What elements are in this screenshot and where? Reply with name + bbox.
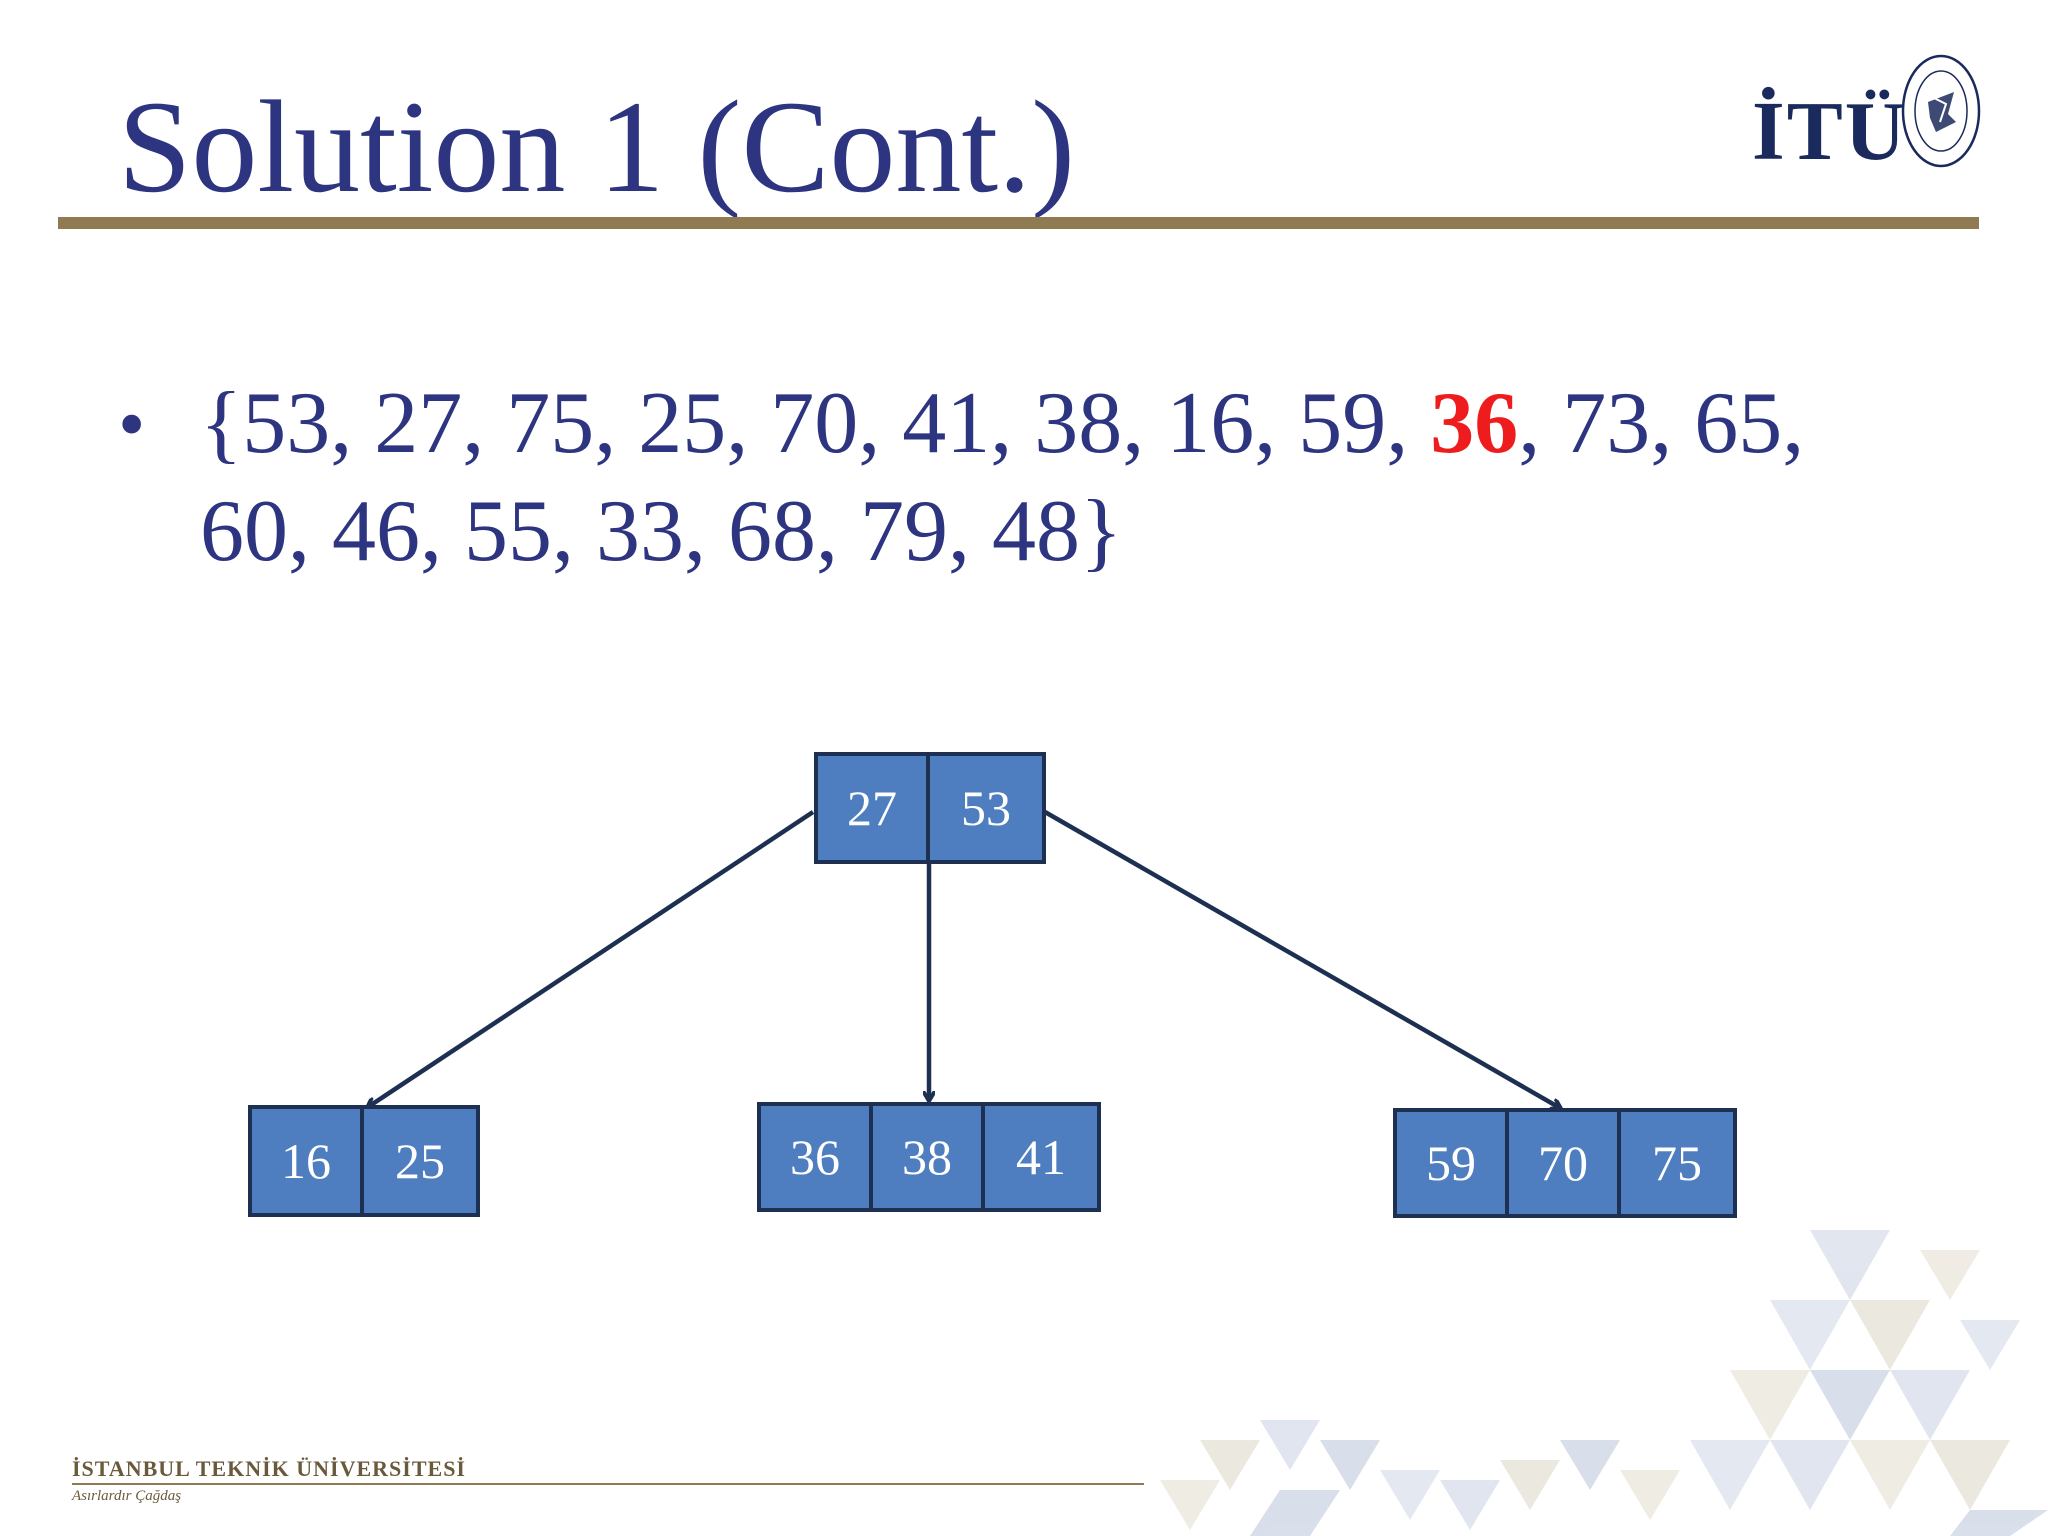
sequence-text-after: , 73, 65, 60, 46, 55, 33, 68, 79, 48} (200, 375, 1805, 580)
tree-middle-child-node: 36 38 41 (757, 1102, 1101, 1212)
node-key: 16 (252, 1109, 364, 1213)
footer-institution-name: İSTANBUL TEKNİK ÜNİVERSİTESİ (72, 1456, 466, 1481)
node-key: 27 (818, 756, 930, 860)
bullet-symbol: • (118, 380, 146, 467)
edge-to-right-child (1043, 810, 1560, 1108)
sequence-text: {53, 27, 75, 25, 70, 41, 38, 16, 59, 36,… (200, 370, 1920, 586)
node-key: 75 (1652, 1135, 1702, 1191)
logo-text: İTÜ (1752, 85, 1908, 178)
node-key: 41 (1016, 1129, 1066, 1185)
university-seal-icon (1901, 54, 1981, 168)
sequence-highlight-value: 36 (1430, 375, 1519, 472)
footer-divider (72, 1483, 1144, 1485)
tree-left-child-node: 16 25 (248, 1105, 480, 1217)
footer-tagline: Asırlardır Çağdaş (72, 1488, 182, 1504)
node-key: 70 (1509, 1112, 1621, 1214)
node-key: 25 (395, 1133, 445, 1189)
tree-root-node: 27 53 (814, 752, 1046, 864)
node-key: 38 (873, 1106, 985, 1208)
sequence-text-before: {53, 27, 75, 25, 70, 41, 38, 16, 59, (200, 375, 1431, 472)
slide-title: Solution 1 (Cont.) (118, 73, 1076, 220)
tree-right-child-node: 59 70 75 (1393, 1108, 1737, 1218)
title-divider (58, 217, 1979, 229)
itu-logo: İTÜ (1752, 52, 1982, 182)
node-key: 36 (761, 1106, 873, 1208)
node-key: 59 (1397, 1112, 1509, 1214)
node-key: 53 (961, 780, 1011, 836)
edge-to-left-child (368, 810, 815, 1107)
